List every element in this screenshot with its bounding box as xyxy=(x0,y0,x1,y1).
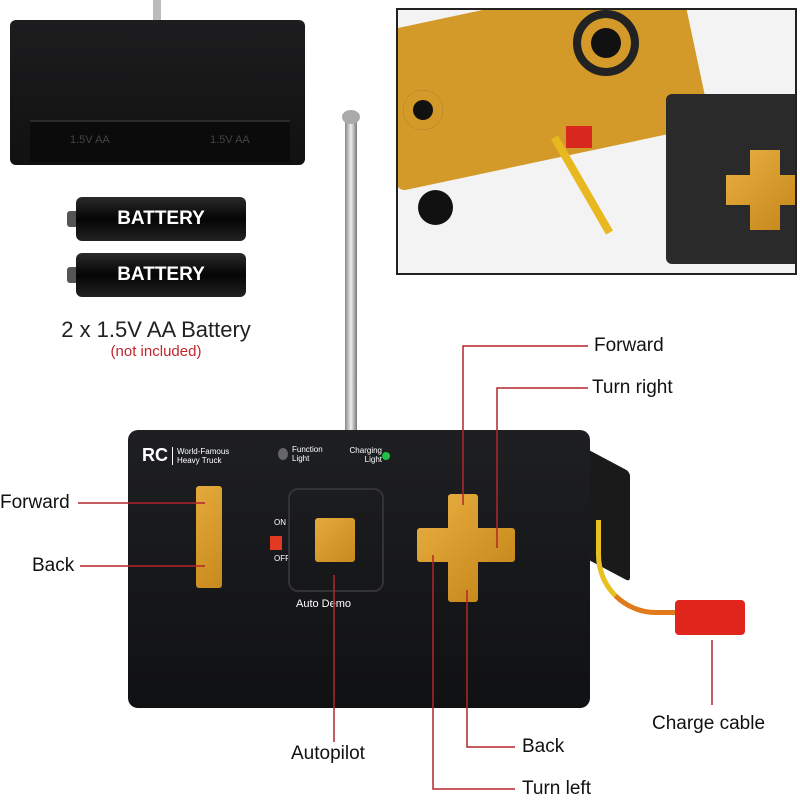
callout-turn-right: Turn right xyxy=(592,377,673,398)
battery-2: BATTERY xyxy=(67,253,246,297)
truck-wheel xyxy=(403,90,443,130)
brand-logo: RC xyxy=(142,445,168,465)
truck-wheel xyxy=(418,190,453,225)
auto-demo-label: Auto Demo xyxy=(296,598,352,610)
callout-back-right: Back xyxy=(522,736,565,757)
battery-compartment: 1.5V AA 1.5V AA xyxy=(30,120,290,162)
remote-front: RC World-Famous Heavy Truck Function Lig… xyxy=(128,430,590,708)
function-light-label: Function Light xyxy=(292,445,323,463)
antenna xyxy=(345,120,357,432)
charge-cable-connector xyxy=(675,600,745,635)
battery-label: BATTERY xyxy=(117,208,205,229)
dpad-icon xyxy=(726,175,795,205)
callout-autopilot: Autopilot xyxy=(291,743,365,764)
callout-line-turn-left xyxy=(432,555,515,790)
switch-on-label: ON xyxy=(274,518,286,527)
remote-back-view: 1.5V AA 1.5V AA xyxy=(10,0,305,165)
compartment-mark-2: 1.5V AA xyxy=(210,134,250,146)
power-switch[interactable] xyxy=(270,536,282,550)
compartment-mark-1: 1.5V AA xyxy=(70,134,110,146)
antenna-tip xyxy=(342,110,360,124)
brand-subtitle: World-Famous Heavy Truck xyxy=(177,446,230,465)
charging-light-label: Charging Light xyxy=(349,446,382,464)
auto-demo-frame xyxy=(288,488,384,592)
battery-1: BATTERY xyxy=(67,197,246,241)
antenna-stub xyxy=(153,0,161,20)
battery-caption: 2 x 1.5V AA Battery xyxy=(61,317,251,342)
callout-line-turn-right xyxy=(496,387,588,548)
auto-demo-button[interactable] xyxy=(315,518,355,562)
callout-forward-left: Forward xyxy=(0,492,70,513)
battery-label: BATTERY xyxy=(117,264,205,285)
callout-forward-right: Forward xyxy=(594,335,664,356)
inset-photo-truck-charging xyxy=(396,8,797,275)
light-icon xyxy=(278,448,288,460)
callout-line-back-right xyxy=(466,590,515,748)
callout-turn-left: Turn left xyxy=(522,778,591,799)
switch-off-label: OFF xyxy=(274,554,290,563)
truck-wheel xyxy=(573,10,639,76)
charging-led xyxy=(382,452,390,460)
battery-note: (not included) xyxy=(110,343,202,360)
callout-line-forward-right xyxy=(462,345,588,505)
charge-cable-wire xyxy=(596,520,691,615)
charge-connector xyxy=(566,126,592,148)
callout-back-left: Back xyxy=(32,555,75,576)
callout-charge-cable: Charge cable xyxy=(652,713,766,734)
